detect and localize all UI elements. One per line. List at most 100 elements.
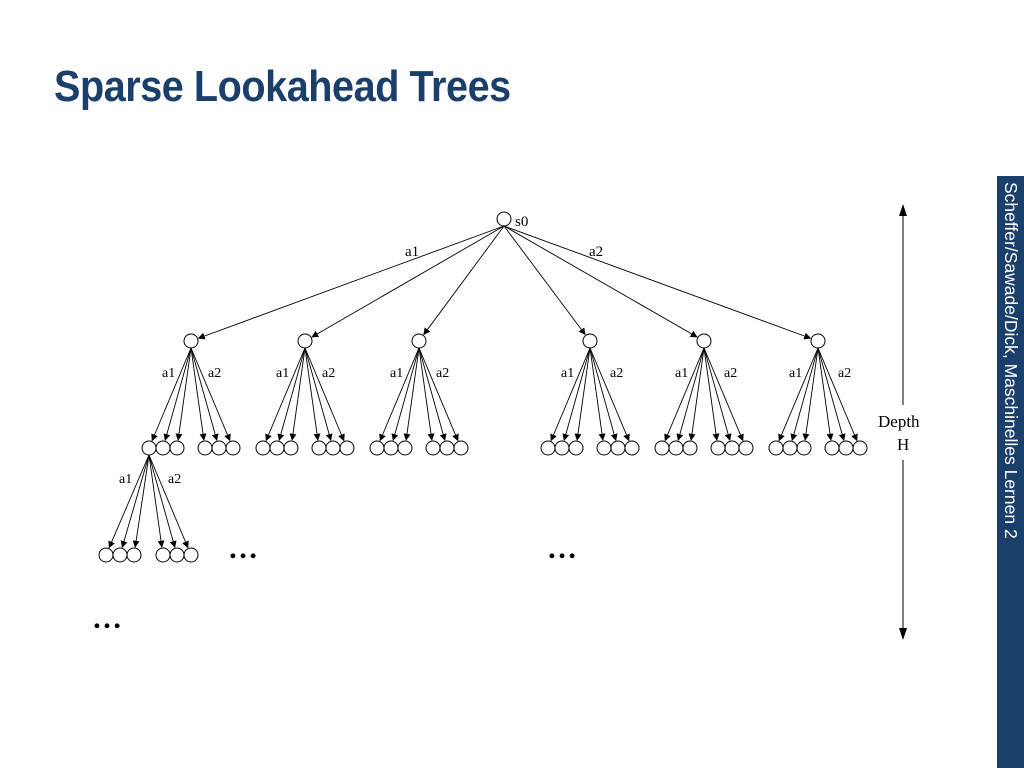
level1-edge	[304, 347, 345, 442]
level1-edge	[304, 347, 321, 441]
level1-node5-a1-label: a1	[675, 366, 688, 381]
level1-node4-a1-label: a1	[561, 366, 574, 381]
level1-edge	[703, 347, 732, 441]
level3-node	[169, 547, 185, 563]
root-node	[496, 211, 512, 227]
level1-edge	[190, 347, 207, 441]
level3-node	[98, 547, 114, 563]
tree-nodes	[98, 211, 868, 563]
root-edge	[311, 225, 505, 338]
level1-edge	[589, 347, 630, 442]
level2-edge	[148, 454, 177, 548]
level1-edge	[175, 347, 192, 441]
level1-edge	[418, 347, 447, 441]
level2-node	[269, 440, 285, 456]
level2-node	[369, 440, 385, 456]
level3-node	[112, 547, 128, 563]
level2-node1-a2-label: a2	[168, 472, 181, 487]
level1-node6-a2-label: a2	[838, 366, 851, 381]
depth-label: Depth	[878, 412, 920, 431]
level2-node	[439, 440, 455, 456]
level2-node	[724, 440, 740, 456]
slide-title: Sparse Lookahead Trees	[54, 62, 511, 111]
level1-node5-a2-label: a2	[724, 366, 737, 381]
root-edge	[503, 225, 812, 340]
level2-node	[155, 440, 171, 456]
level1-node	[411, 333, 427, 349]
level2-edge	[132, 454, 150, 548]
level2-node	[668, 440, 684, 456]
level2-node	[141, 440, 157, 456]
level1-edge	[550, 347, 591, 442]
level2-edge	[108, 454, 150, 549]
level1-node1-a2-label: a2	[208, 366, 221, 381]
level1-edge	[778, 347, 819, 442]
level1-edge	[589, 347, 606, 441]
tree-labels: s0 a1 a2 a1 a2 a1 a2 a1 a2 a1 a2 a1 a2 a…	[92, 214, 920, 635]
level2-node	[211, 440, 227, 456]
level1-edge	[418, 347, 459, 442]
level1-edge	[277, 347, 306, 441]
level1-node	[810, 333, 826, 349]
level1-node3-a1-label: a1	[390, 366, 403, 381]
level1-edge	[304, 347, 333, 441]
level1-node	[696, 333, 712, 349]
level1-node	[297, 333, 313, 349]
level1-edge	[574, 347, 591, 441]
level2-node	[710, 440, 726, 456]
level2-edge	[120, 454, 150, 548]
level1-edge	[703, 347, 744, 442]
ellipsis-bottom-left: …	[92, 602, 122, 635]
tree-edges	[108, 225, 858, 549]
level1-node2-a2-label: a2	[322, 366, 335, 381]
level1-node2-a1-label: a1	[276, 366, 289, 381]
level1-edge	[190, 347, 231, 442]
level2-node	[425, 440, 441, 456]
root-action-a2-label: a2	[589, 244, 603, 260]
root-edge	[503, 225, 698, 338]
depth-arrow	[899, 204, 907, 640]
level1-edge	[562, 347, 591, 441]
level2-node	[768, 440, 784, 456]
depth-h-label: H	[897, 435, 909, 454]
level2-node	[838, 440, 854, 456]
level1-edge	[163, 347, 192, 441]
level2-node	[325, 440, 341, 456]
level1-edge	[589, 347, 618, 441]
level2-node	[197, 440, 213, 456]
level2-edge	[148, 454, 165, 548]
level2-node	[610, 440, 626, 456]
level1-edge	[790, 347, 819, 441]
level2-node	[225, 440, 241, 456]
level2-node	[568, 440, 584, 456]
level2-node1-a1-label: a1	[119, 472, 132, 487]
level2-node	[540, 440, 556, 456]
level2-node	[824, 440, 840, 456]
level2-node	[383, 440, 399, 456]
level3-node	[126, 547, 142, 563]
level2-node	[339, 440, 355, 456]
level1-edge	[817, 347, 846, 441]
root-label: s0	[515, 214, 528, 230]
level1-edge	[703, 347, 720, 441]
level1-node6-a1-label: a1	[789, 366, 802, 381]
level2-node	[554, 440, 570, 456]
level1-edge	[391, 347, 420, 441]
level2-node	[283, 440, 299, 456]
level1-edge	[265, 347, 306, 442]
level2-node	[654, 440, 670, 456]
root-edge	[423, 225, 505, 336]
level1-edge	[688, 347, 705, 441]
level1-node1-a1-label: a1	[162, 366, 175, 381]
level1-edge	[664, 347, 705, 442]
level2-node	[682, 440, 698, 456]
level2-edge	[148, 454, 189, 549]
ellipsis-middle: …	[547, 532, 577, 565]
sidebar-author-text: Scheffer/Sawade/Dick, Maschinelles Lerne…	[1001, 182, 1021, 539]
ellipsis-right-of-level3: …	[228, 532, 258, 565]
level2-node	[738, 440, 754, 456]
level1-edge	[802, 347, 819, 441]
level1-edge	[418, 347, 435, 441]
level3-node	[183, 547, 199, 563]
level1-node4-a2-label: a2	[610, 366, 623, 381]
